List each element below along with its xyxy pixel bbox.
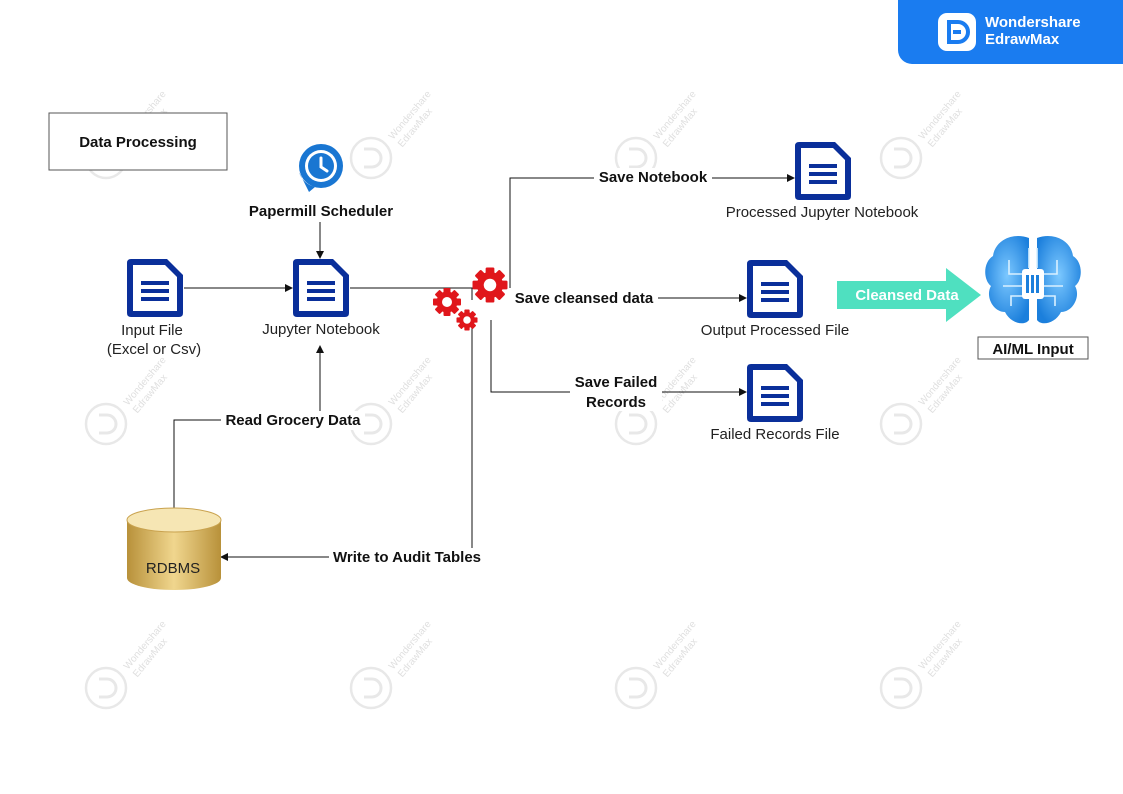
diagram-title: Data Processing bbox=[79, 134, 197, 151]
brand-line2: EdrawMax bbox=[985, 31, 1060, 48]
label-save-notebook: Save Notebook bbox=[599, 169, 708, 186]
failed-file-icon bbox=[747, 364, 803, 422]
rdbms-cylinder: RDBMS bbox=[126, 507, 222, 590]
label-read-grocery: Read Grocery Data bbox=[225, 412, 361, 429]
brand-name: Wondershare EdrawMax bbox=[985, 14, 1081, 48]
edrawmax-logo-icon bbox=[938, 13, 976, 51]
connectors bbox=[173, 174, 795, 561]
brain-icon bbox=[985, 236, 1081, 324]
edge-jupyter-to-gears bbox=[350, 287, 473, 300]
cleansed-data-label: Cleansed Data bbox=[855, 287, 959, 304]
input-file-label-line1: Input File bbox=[121, 322, 183, 339]
gears-icon bbox=[433, 267, 508, 331]
brand-badge: Wondershare EdrawMax bbox=[898, 0, 1123, 64]
brand-line1: Wondershare bbox=[985, 14, 1081, 31]
failed-file-label: Failed Records File bbox=[710, 426, 839, 443]
input-file-label-line2: (Excel or Csv) bbox=[107, 341, 201, 358]
aiml-label: AI/ML Input bbox=[992, 341, 1073, 358]
label-save-cleansed: Save cleansed data bbox=[515, 290, 654, 307]
aiml-box: AI/ML Input bbox=[977, 336, 1089, 360]
clock-icon bbox=[299, 144, 343, 192]
processed-notebook-label: Processed Jupyter Notebook bbox=[726, 204, 919, 221]
jupyter-notebook-label: Jupyter Notebook bbox=[262, 321, 380, 338]
label-save-failed-line1: Save Failed bbox=[575, 374, 658, 391]
edge-write-audit bbox=[220, 322, 473, 561]
edge-labels: Save Notebook Save cleansed data Save Fa… bbox=[221, 168, 712, 567]
title-box: Data Processing bbox=[48, 112, 228, 171]
output-file-label: Output Processed File bbox=[701, 322, 849, 339]
processed-notebook-icon bbox=[795, 142, 851, 200]
rdbms-label: RDBMS bbox=[146, 560, 200, 577]
label-write-audit: Write to Audit Tables bbox=[333, 549, 481, 566]
input-file-icon bbox=[127, 259, 183, 317]
label-save-failed-line2: Records bbox=[586, 394, 646, 411]
cleansed-data-arrow: Cleansed Data bbox=[837, 268, 981, 322]
jupyter-notebook-icon bbox=[293, 259, 349, 317]
scheduler-label: Papermill Scheduler bbox=[249, 203, 393, 220]
output-file-icon bbox=[747, 260, 803, 318]
